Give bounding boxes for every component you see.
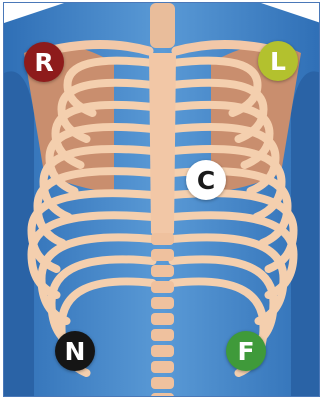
vertebra bbox=[151, 393, 174, 397]
vertebra bbox=[151, 313, 174, 325]
vertebra bbox=[151, 361, 174, 373]
electrode-l-label: L bbox=[270, 47, 286, 76]
vertebra bbox=[151, 345, 174, 357]
vertebra bbox=[151, 265, 174, 277]
electrode-c: C bbox=[186, 160, 226, 200]
neck bbox=[150, 3, 175, 48]
electrode-r: R bbox=[24, 42, 64, 82]
electrode-n: N bbox=[55, 331, 95, 371]
vertebra bbox=[151, 233, 174, 245]
vertebra bbox=[151, 377, 174, 389]
electrode-r-label: R bbox=[34, 48, 53, 77]
vertebra bbox=[151, 249, 174, 261]
vertebra bbox=[151, 297, 174, 309]
spine bbox=[151, 233, 174, 397]
sternum bbox=[149, 53, 176, 238]
electrode-n-label: N bbox=[65, 337, 86, 366]
electrode-l: L bbox=[258, 41, 298, 81]
electrode-f-label: F bbox=[237, 337, 254, 366]
electrode-f: F bbox=[226, 331, 266, 371]
anatomy-diagram: R L C N F bbox=[3, 2, 320, 397]
vertebra bbox=[151, 281, 174, 293]
electrode-c-label: C bbox=[197, 166, 215, 195]
vertebra bbox=[151, 329, 174, 341]
